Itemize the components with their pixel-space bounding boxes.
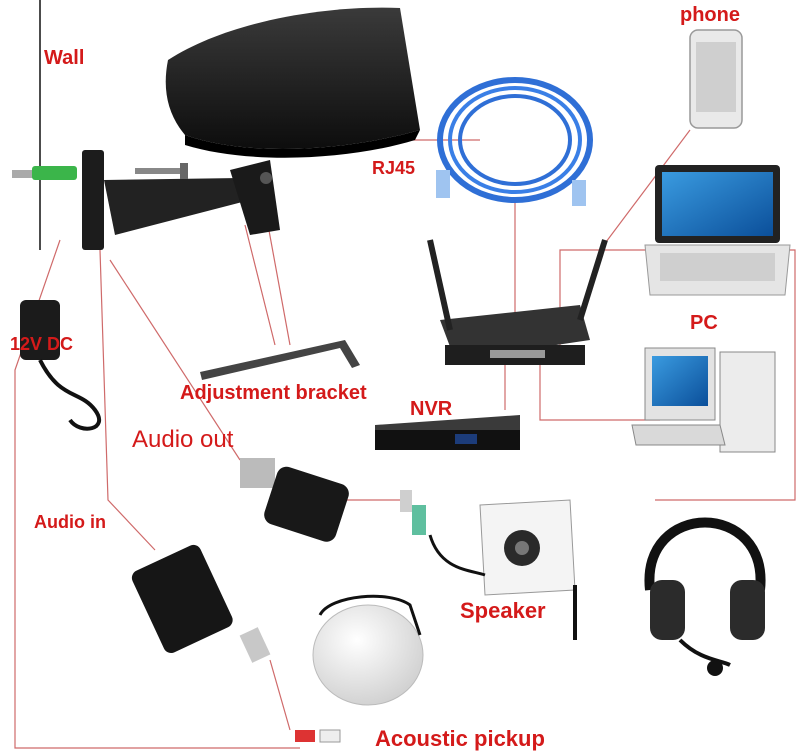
power-adapter-icon (20, 300, 102, 431)
power-label: 12V DC (10, 334, 74, 354)
pickup-wire (269, 659, 291, 731)
audio-out-wire (109, 259, 241, 461)
nvr-label: NVR (410, 398, 453, 420)
wall-label: Wall (44, 47, 85, 69)
network-cable-icon (436, 77, 593, 206)
pc-label: PC (690, 312, 718, 334)
camera-bracket-icon (82, 150, 280, 250)
audio-in-adapter-icon (131, 544, 271, 663)
pc-icon (631, 347, 776, 453)
nvr-icon (375, 415, 520, 450)
allen-key-icon (200, 340, 360, 380)
audio-out-label: Audio out (132, 426, 234, 453)
phone-label: phone (680, 4, 740, 26)
camera-icon (165, 7, 420, 158)
router-icon (427, 239, 608, 365)
audio-out-adapter-icon (240, 458, 349, 542)
acoustic-pickup-icon (295, 594, 424, 743)
wall-anchor-icon (12, 163, 188, 180)
phone-wire (599, 129, 691, 251)
bracket-wire (244, 224, 291, 346)
rj45-label: RJ45 (372, 158, 416, 178)
audio-in-wire (99, 249, 156, 551)
speaker-icon (400, 490, 577, 640)
router-pc-wire (539, 365, 660, 421)
headset-icon (644, 517, 766, 676)
acoustic-pickup-label: Acoustic pickup (375, 726, 545, 751)
phone-icon (689, 29, 743, 129)
audio-in-label: Audio in (34, 512, 106, 532)
speaker-label: Speaker (460, 598, 546, 623)
bracket-label: Adjustment bracket (180, 382, 367, 404)
laptop-icon (644, 165, 791, 296)
